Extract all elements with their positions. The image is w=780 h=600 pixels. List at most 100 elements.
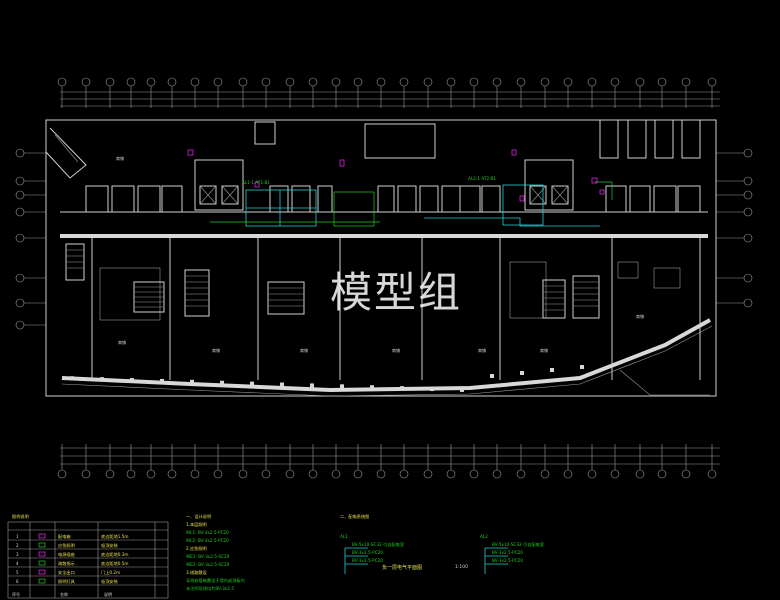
axis-bubble — [15, 176, 25, 186]
system-right-tag: AL2 — [480, 534, 488, 539]
column — [490, 374, 494, 378]
axis-bubble — [635, 77, 645, 87]
upper-room — [85, 185, 109, 213]
axis-bubble — [423, 77, 433, 87]
notes-line: 导线穿管暗敷设于墙内或顶板内 — [186, 577, 245, 584]
system-title: 二、配电系统图 — [340, 513, 369, 520]
axis-bubble — [707, 469, 717, 479]
axis-bubble — [308, 469, 318, 479]
axis-bubble — [213, 77, 223, 87]
system-right-line: BV-3x2.5-PC20 — [492, 550, 523, 555]
axis-bubble — [563, 77, 573, 87]
column — [70, 376, 74, 381]
axis-bubble — [261, 77, 271, 87]
notes-line: 3.线路敷设 — [186, 569, 208, 576]
axis-bubble — [540, 469, 550, 479]
column — [550, 368, 554, 372]
legend-footer: 说明 — [104, 591, 112, 597]
notes-title: 一、设计说明 — [186, 513, 211, 520]
upper-room — [137, 185, 161, 213]
system-left-tag: AL1 — [340, 534, 348, 539]
column — [340, 384, 344, 389]
legend-symbol — [38, 569, 46, 575]
legend-row-no: 4 — [16, 561, 19, 566]
column — [520, 371, 524, 375]
axis-bubble — [610, 77, 620, 87]
legend-row-desc: 吸顶安装 — [101, 578, 119, 585]
axis-bubble — [308, 77, 318, 87]
column — [310, 383, 314, 388]
upper-room — [377, 185, 395, 213]
axis-bubble — [563, 469, 573, 479]
upper-room — [629, 185, 651, 213]
upper-room — [317, 185, 333, 213]
axis-bubble — [516, 77, 526, 87]
axis-bubble — [238, 469, 248, 479]
room-label: 商铺 — [478, 347, 486, 353]
legend-row-desc: 门上0.2m — [101, 569, 120, 576]
upper-room — [291, 185, 311, 213]
legend-row-name: 配电箱 — [58, 533, 71, 540]
column — [220, 380, 224, 385]
panel-tag-right: AL2-1 AT2-B1 — [468, 176, 496, 181]
axis-bubble — [707, 77, 717, 87]
axis-bubble — [399, 77, 409, 87]
column — [100, 377, 104, 382]
legend-symbol — [38, 542, 46, 548]
facade-columns — [70, 365, 584, 392]
bottom-axis-bubbles — [57, 444, 717, 479]
leader-line — [619, 369, 710, 396]
upper-room — [677, 185, 701, 213]
upper-room — [481, 185, 501, 213]
axis-bubble — [681, 469, 691, 479]
axis-bubble — [190, 469, 200, 479]
notes-line: WL2: BV-3x2.5-PC20 — [186, 538, 229, 543]
notes-line: 未注明导线均为BV-3x2.5 — [186, 585, 234, 592]
upper-room — [269, 185, 289, 213]
axis-bubble — [57, 77, 67, 87]
notes-line: 1.本层照明 — [186, 521, 207, 528]
room-fixture — [617, 261, 639, 279]
notes-line: 2.应急照明 — [186, 545, 207, 552]
axis-bubble — [657, 469, 667, 479]
room-labels: 商铺商铺商铺商铺商铺商铺商铺商铺 — [116, 155, 644, 353]
axis-bubble — [446, 469, 456, 479]
lighting-circuits — [210, 181, 613, 227]
corner-hatch-left — [54, 134, 79, 163]
system-right-line: BV-5x10-SC32 引自配电室 — [492, 541, 544, 548]
stair-right-1 — [542, 279, 566, 319]
axis-bubble — [126, 77, 136, 87]
elevator-core-left — [194, 159, 244, 211]
system-left-line: BV-3x2.5-PC20 — [352, 558, 383, 563]
axis-bubble — [743, 273, 753, 283]
axis-bubble — [743, 190, 753, 200]
stair-right-2 — [572, 275, 600, 319]
legend-row-name: 安全出口 — [58, 569, 75, 576]
legend-row-no: 6 — [16, 579, 19, 584]
axis-bubble — [743, 176, 753, 186]
axis-bubble — [285, 77, 295, 87]
upper-room — [111, 185, 135, 213]
room-label: 商铺 — [300, 347, 308, 353]
notes-line: WE1: BV-3x2.5-SC20 — [186, 554, 230, 559]
legend-footer: 序号 — [12, 591, 20, 597]
south-facade-wall — [61, 318, 711, 393]
north-annex — [254, 119, 701, 159]
left-axis-bubbles — [15, 148, 46, 330]
axis-bubble — [376, 469, 386, 479]
building-outline — [45, 119, 717, 397]
legend-row-no: 3 — [16, 552, 19, 557]
axis-bubble — [167, 469, 177, 479]
axis-bubble — [743, 207, 753, 217]
column — [580, 365, 584, 369]
room-fixture — [653, 267, 681, 289]
column — [400, 386, 404, 391]
stair-left-2 — [184, 269, 210, 317]
room-label: 商铺 — [540, 347, 548, 353]
south-facade-inner — [61, 325, 713, 397]
axis-bubble — [146, 77, 156, 87]
notes-line: WL1: BV-3x2.5-PC20 — [186, 530, 229, 535]
legend-row-desc: 底边距地0.5m — [101, 560, 129, 567]
legend-footer: 名称 — [60, 591, 68, 597]
system-right-line: BV-3x2.5-PC20 — [492, 558, 523, 563]
